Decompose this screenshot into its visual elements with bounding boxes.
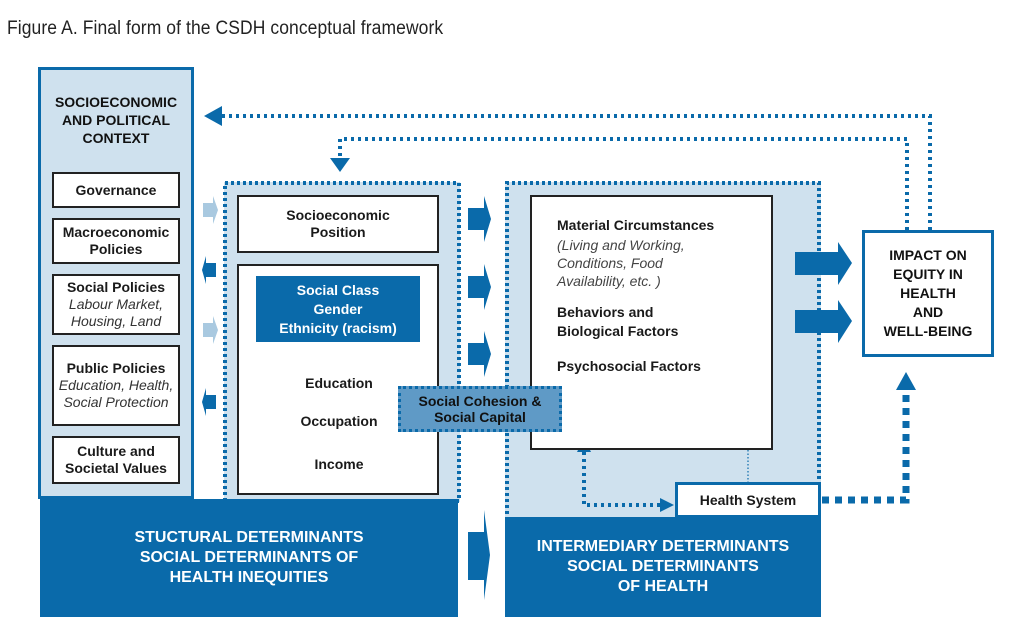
structural-band-line-1: STUCTURAL DETERMINANTS [134,529,364,546]
behaviors-label-1: Behaviors and [557,304,654,320]
context-arrow-left-1 [202,256,216,284]
context-item-public-policies: Public Policies Education, Health, Socia… [52,345,180,426]
impact-line-3: HEALTH [900,285,956,301]
intermediary-band-line-3: OF HEALTH [617,578,709,595]
context-item-culture-values: Culture and Societal Values [52,436,180,484]
macroeconomic-label-1: Macroeconomic [62,224,170,240]
social-class-box: Social Class Gender Ethnicity (racism) [256,276,420,342]
context-item-macroeconomic-policies: Macroeconomic Policies [52,218,180,264]
public-policies-detail-1: Education, Health, [58,377,174,393]
feedback-arrowhead-left [204,106,222,126]
structural-arrow-right-3 [468,331,491,377]
context-heading-line-2: AND POLITICAL [61,112,171,128]
culture-label-2: Societal Values [65,460,167,476]
social-cohesion-box: Social Cohesion & Social Capital [398,386,562,432]
intermediary-band-line-2: SOCIAL DETERMINANTS [567,558,759,575]
impact-arrow-2 [795,300,852,343]
health-system-label: Health System [699,492,797,508]
intermediary-determinants-band: INTERMEDIARY DETERMINANTS SOCIAL DETERMI… [505,517,821,617]
social-policies-label: Social Policies [66,279,166,295]
social-policies-detail-1: Labour Market, [68,296,164,312]
cohesion-health-line [582,452,660,507]
health-impact-line [822,390,910,504]
context-heading: SOCIOECONOMIC AND POLITICAL CONTEXT [40,93,192,147]
structural-band-line-3: HEALTH INEQUITIES [169,569,329,586]
gender-label: Gender [313,300,363,317]
structural-arrow-right-2 [468,264,491,310]
culture-label-1: Culture and [77,443,155,459]
impact-line-2: EQUITY IN [893,266,963,282]
impact-arrow-1 [795,242,852,285]
public-policies-label: Public Policies [66,360,166,376]
context-heading-line-3: CONTEXT [82,130,150,146]
material-detail-2: Conditions, Food [557,255,663,271]
social-class-label: Social Class [296,281,380,298]
cohesion-label-2: Social Capital [434,409,526,425]
context-arrow-right-pale-1 [203,196,218,224]
governance-label: Governance [75,181,157,198]
socioeconomic-position-box: Socioeconomic Position [237,195,439,253]
behaviors-label-2: Biological Factors [557,323,679,339]
feedback-line-outer [220,114,932,230]
context-arrow-left-2 [202,388,216,416]
figure-title: Figure A. Final form of the CSDH concept… [7,18,444,39]
context-heading-line-1: SOCIOECONOMIC [54,94,178,110]
macroeconomic-label-2: Policies [89,241,143,257]
cohesion-label-1: Social Cohesion & [418,393,542,409]
social-policies-detail-2: Housing, Land [70,313,162,329]
public-policies-detail-2: Social Protection [63,394,169,410]
health-system-box: Health System [675,482,821,518]
material-circumstances-detail: (Living and Working, Conditions, Food Av… [557,236,685,290]
context-item-social-policies: Social Policies Labour Market, Housing, … [52,274,180,335]
band-arrow-right [468,510,490,600]
feedback-arrowhead-down [330,158,350,172]
impact-arrowhead-up [896,372,916,390]
structural-arrow-right-1 [468,196,491,242]
impact-line-4: AND [912,304,944,320]
education-label: Education [305,375,373,391]
impact-box: IMPACT ON EQUITY IN HEALTH AND WELL-BEIN… [862,230,994,357]
position-label-2: Position [310,224,366,240]
income-label: Income [314,456,364,472]
structural-band-line-2: SOCIAL DETERMINANTS OF [139,549,359,566]
occupation-label: Occupation [300,413,378,429]
structural-determinants-band: STUCTURAL DETERMINANTS SOCIAL DETERMINAN… [40,499,458,617]
material-circumstances-label: Material Circumstances [557,217,715,233]
intermediary-dotted-border [505,181,821,520]
impact-line-1: IMPACT ON [889,247,967,263]
context-arrow-right-pale-2 [203,316,218,344]
material-detail-3: Availability, etc. ) [557,273,661,289]
health-arrowhead-right [660,498,674,512]
behaviors-biological-label: Behaviors and Biological Factors [557,303,678,341]
impact-line-5: WELL-BEING [883,323,973,339]
intermediary-band-line-1: INTERMEDIARY DETERMINANTS [536,538,790,555]
position-label-1: Socioeconomic [286,207,390,223]
psychosocial-factors-label: Psychosocial Factors [557,358,701,374]
material-detail-1: (Living and Working, [557,237,685,253]
context-item-governance: Governance [52,172,180,208]
intermediary-factors-box [530,195,773,450]
structural-dotted-border [223,181,461,503]
ethnicity-label: Ethnicity (racism) [279,319,397,336]
